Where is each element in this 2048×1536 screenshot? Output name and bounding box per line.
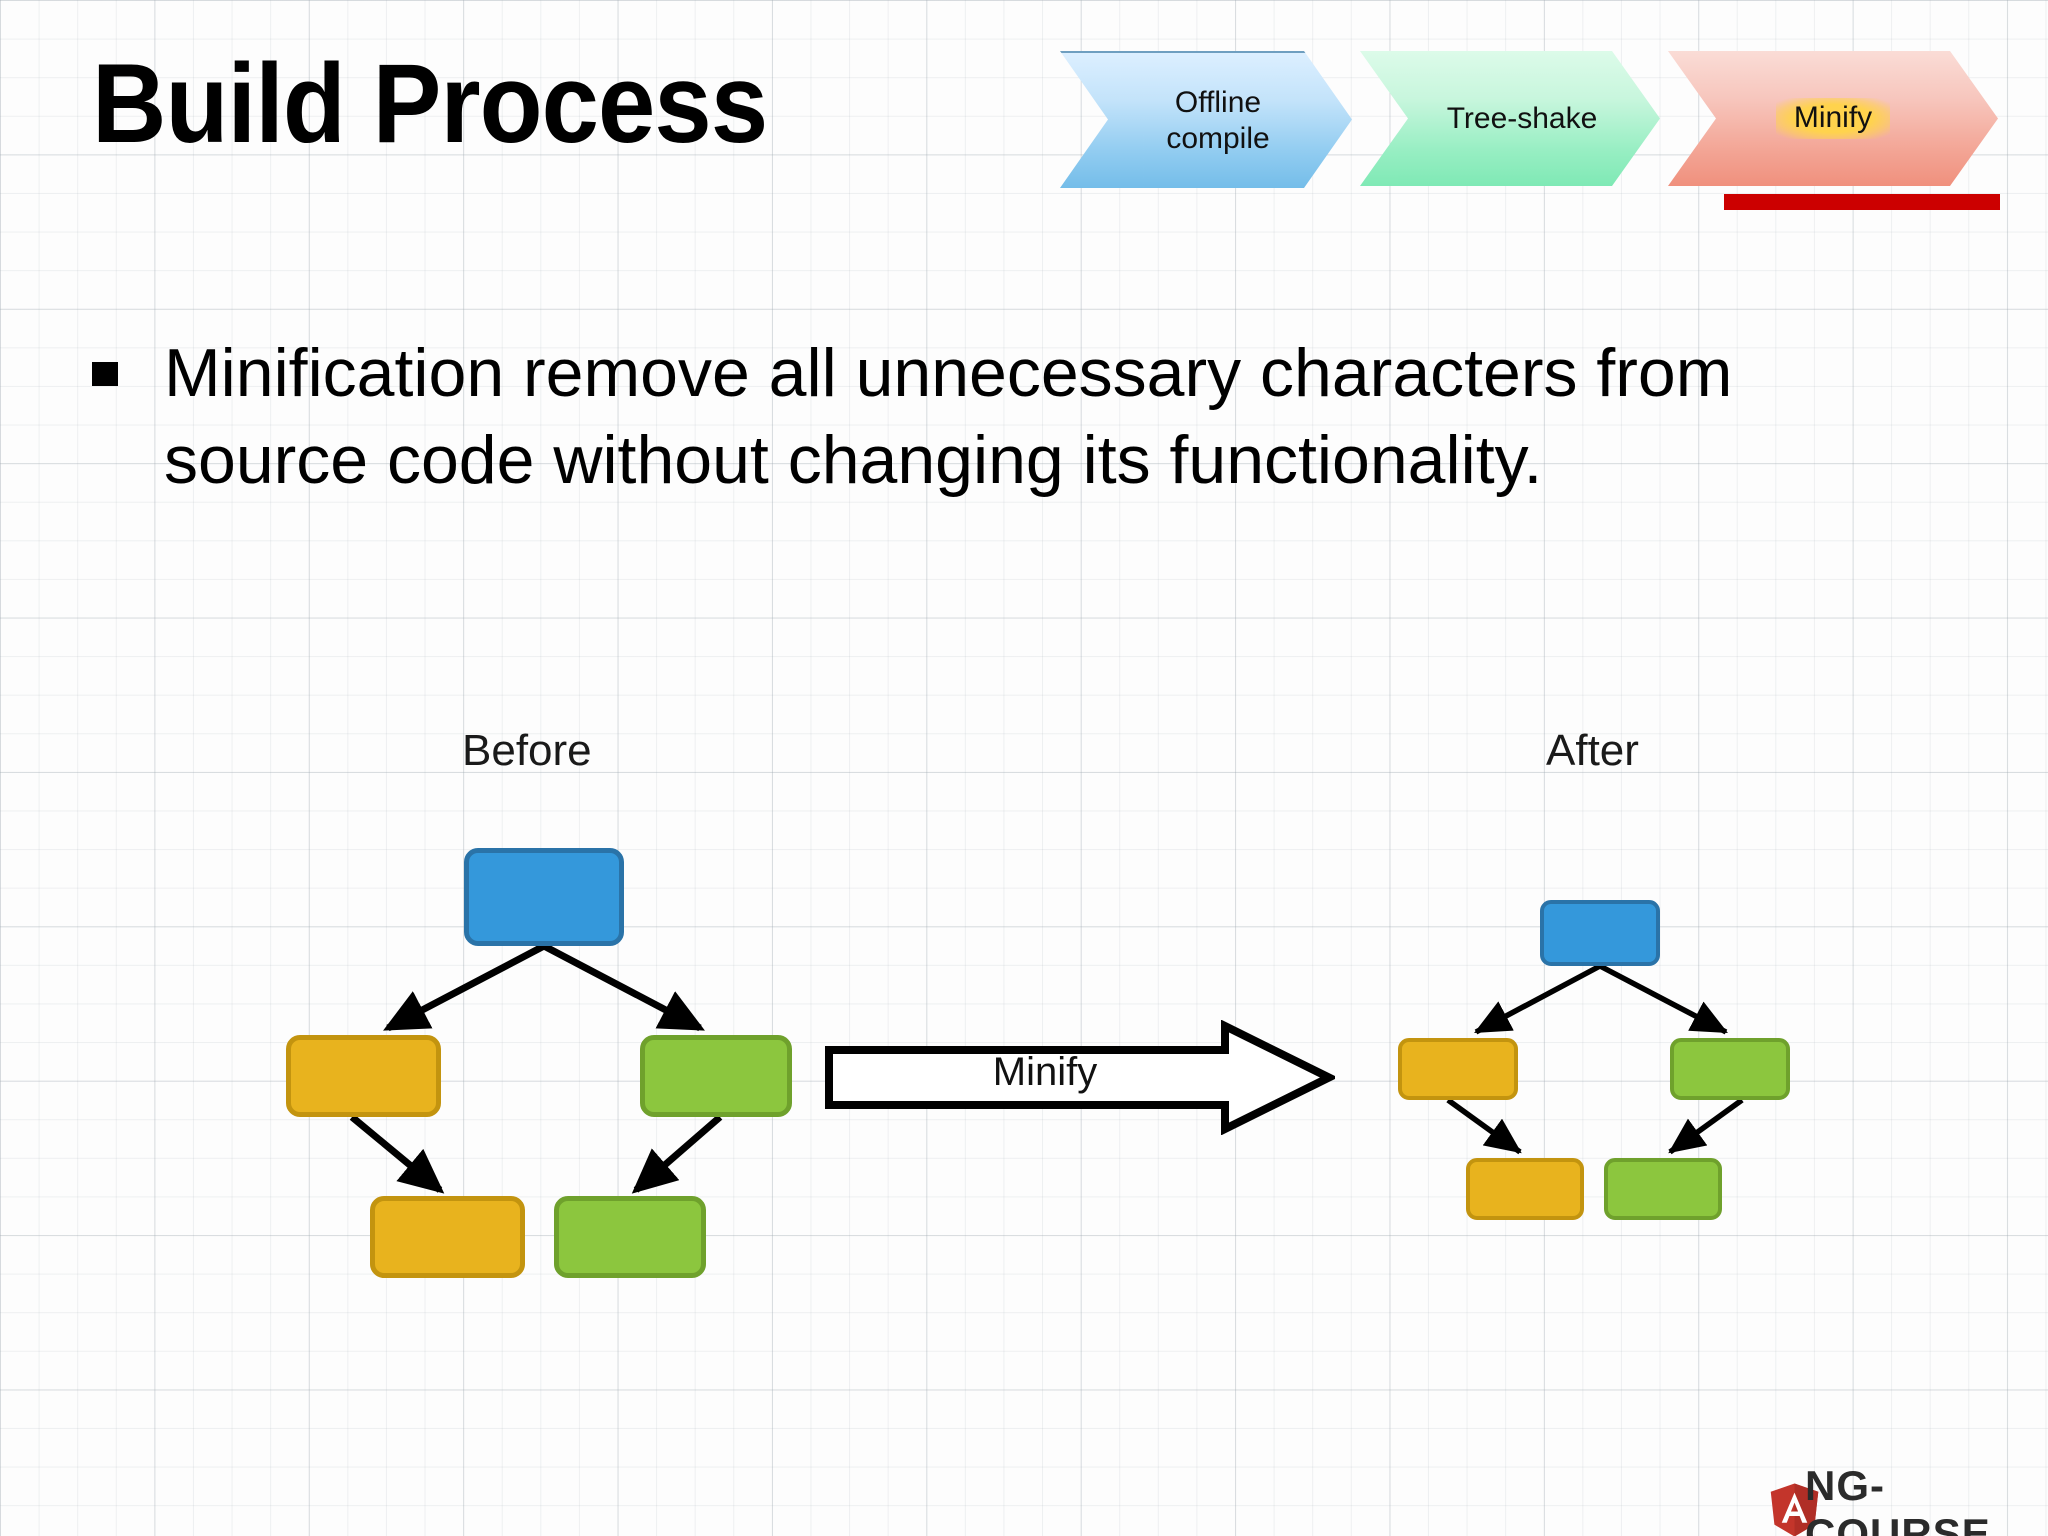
before-node-root (464, 848, 624, 946)
before-node-leaf-right (554, 1196, 706, 1278)
after-node-root (1540, 900, 1660, 966)
angular-shield-icon (1770, 1483, 1819, 1536)
after-node-left (1398, 1038, 1518, 1100)
build-process-steps: Offline compile Tree-shake Minify (1060, 42, 2010, 210)
before-column-label: Before (462, 726, 592, 775)
before-node-right (640, 1035, 792, 1117)
before-node-leaf-left (370, 1196, 525, 1278)
process-step-minify[interactable]: Minify (1668, 51, 1998, 186)
active-step-underline (1724, 194, 2000, 210)
bullet-item-text: Minification remove all unnecessary char… (164, 335, 1733, 499)
minify-transform-label: Minify (992, 1050, 1098, 1094)
ang-course-logo: NG-COURSE (1768, 1462, 2048, 1536)
after-node-leaf-left (1466, 1158, 1584, 1220)
after-node-right (1670, 1038, 1790, 1100)
before-node-left (286, 1035, 441, 1117)
after-node-leaf-right (1604, 1158, 1722, 1220)
minify-transform-arrow (825, 1020, 1335, 1135)
page-title: Build Process (92, 41, 768, 166)
process-step-tree-shake[interactable]: Tree-shake (1360, 51, 1660, 186)
after-column-label: After (1546, 726, 1639, 775)
logo-text: NG-COURSE (1805, 1462, 1991, 1536)
process-step-label: Offline compile (1166, 86, 1270, 155)
process-step-label: Tree-shake (1446, 101, 1598, 135)
square-bullet-icon (92, 362, 118, 386)
bullet-list: Minification remove all unnecessary char… (92, 330, 1862, 504)
process-step-offline-compile[interactable]: Offline compile (1060, 51, 1352, 188)
process-step-label: Minify (1776, 98, 1890, 139)
